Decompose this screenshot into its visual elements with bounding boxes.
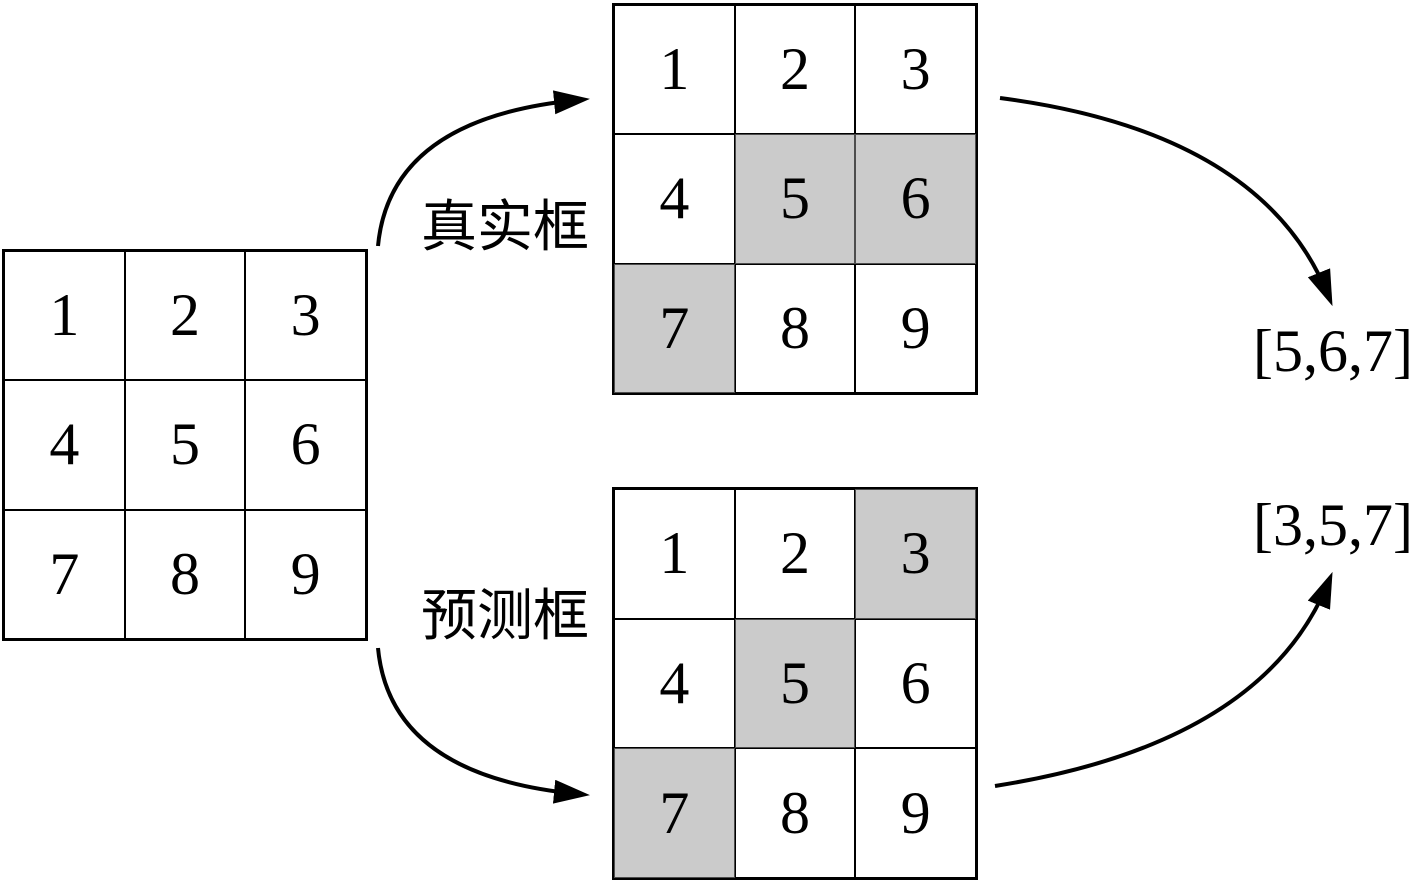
grid-cell-2: 2 xyxy=(734,489,856,619)
grid-cell-3: 3 xyxy=(855,5,976,135)
grid-cell-7: 7 xyxy=(4,509,125,639)
arrow-source-to-ground-truth xyxy=(376,90,590,247)
grid-cell-5: 5 xyxy=(124,380,246,510)
grid-cell-4: 4 xyxy=(614,134,735,264)
ground-truth-label: 真实框 xyxy=(421,197,589,259)
grid-cell-3: 3 xyxy=(855,489,976,619)
grid-cell-1: 1 xyxy=(4,251,125,381)
arrow-source-to-prediction xyxy=(376,647,590,804)
grid-cell-5: 5 xyxy=(734,134,856,264)
ground-truth-output: [5,6,7] xyxy=(1253,318,1413,384)
grid-cell-1: 1 xyxy=(614,5,735,135)
grid-cell-2: 2 xyxy=(734,5,856,135)
prediction-output: [3,5,7] xyxy=(1253,492,1413,558)
arrow-ground-truth-to-output xyxy=(999,96,1333,307)
grid-cell-9: 9 xyxy=(855,263,976,393)
grid-cell-9: 9 xyxy=(855,748,976,878)
grid-cell-9: 9 xyxy=(245,509,366,639)
grid-cell-8: 8 xyxy=(734,748,856,878)
prediction-label: 预测框 xyxy=(421,586,589,648)
grid-cell-6: 6 xyxy=(855,618,976,749)
grid-cell-5: 5 xyxy=(734,618,856,749)
grid-cell-3: 3 xyxy=(245,251,366,381)
grid-cell-7: 7 xyxy=(614,263,735,393)
grid-cell-7: 7 xyxy=(614,748,735,878)
grid-cell-4: 4 xyxy=(4,380,125,510)
grid-cell-2: 2 xyxy=(124,251,246,381)
grid-cell-8: 8 xyxy=(734,263,856,393)
grid-cell-4: 4 xyxy=(614,618,735,749)
grid-cell-6: 6 xyxy=(245,380,366,510)
grid-cell-1: 1 xyxy=(614,489,735,619)
grid-cell-8: 8 xyxy=(124,509,246,639)
arrow-prediction-to-output xyxy=(994,571,1333,788)
grid-cell-6: 6 xyxy=(855,134,976,264)
